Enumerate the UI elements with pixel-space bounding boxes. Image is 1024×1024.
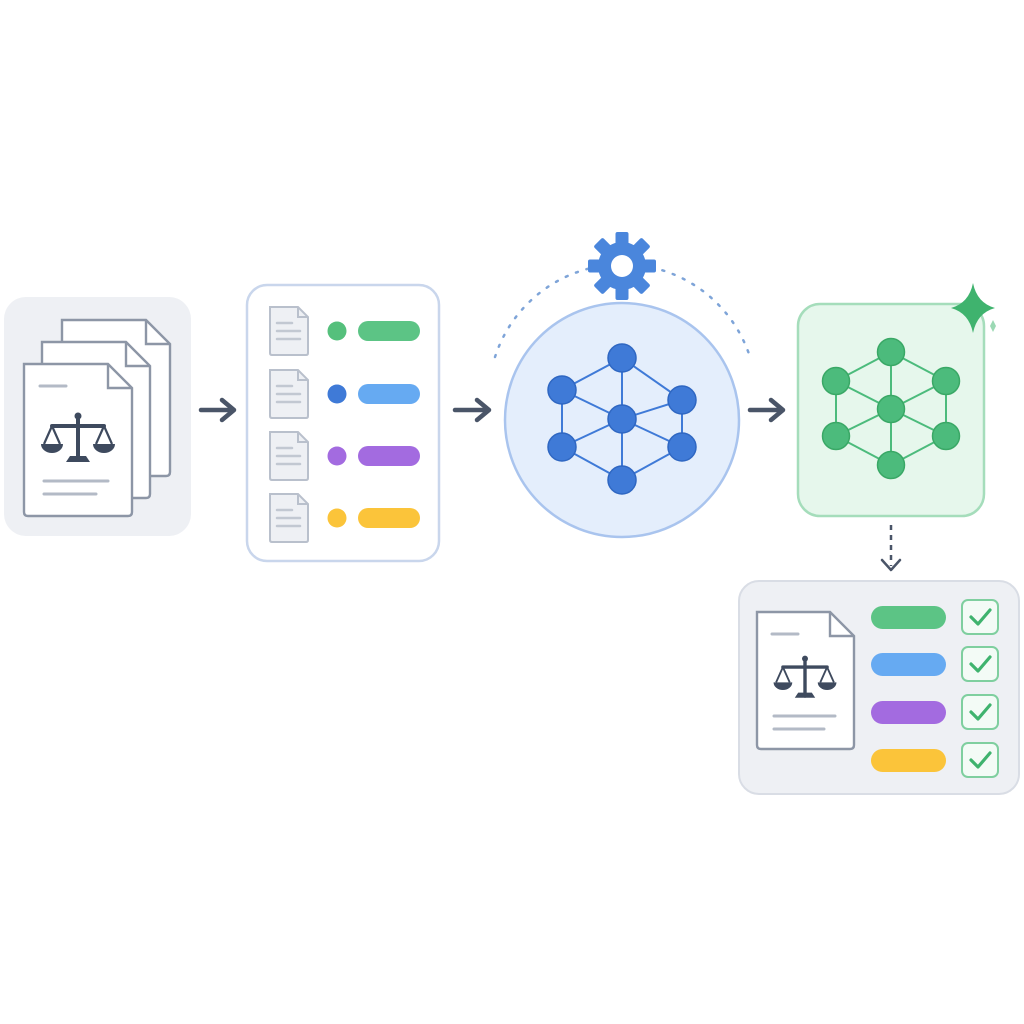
document-icon bbox=[268, 305, 310, 357]
result-bar bbox=[871, 606, 946, 629]
arrow-right-icon bbox=[747, 397, 786, 423]
knowledge-graph-blue bbox=[547, 343, 697, 495]
result-bar bbox=[871, 701, 946, 724]
classification-row bbox=[268, 430, 420, 482]
graph-node bbox=[547, 432, 577, 462]
classification-row bbox=[268, 368, 420, 420]
stage-refined-knowledge-graph bbox=[796, 283, 996, 518]
graph-node bbox=[876, 337, 906, 367]
document-icon bbox=[268, 430, 310, 482]
graph-node bbox=[931, 421, 961, 451]
document-icon bbox=[268, 492, 310, 544]
stage-verified-output bbox=[738, 580, 1020, 795]
arrow-right-icon bbox=[452, 397, 492, 423]
output-row bbox=[871, 598, 1000, 636]
category-bar bbox=[358, 446, 420, 466]
output-row bbox=[871, 693, 1000, 731]
result-bar bbox=[871, 749, 946, 772]
graph-node bbox=[607, 465, 637, 495]
output-row bbox=[871, 645, 1000, 683]
category-dot bbox=[327, 446, 347, 466]
graph-node bbox=[607, 343, 637, 373]
stage-knowledge-graph-processing bbox=[493, 232, 752, 539]
graph-node bbox=[667, 385, 697, 415]
gear-icon bbox=[588, 232, 656, 300]
category-dot bbox=[327, 321, 347, 341]
graph-node bbox=[876, 394, 906, 424]
graph-node bbox=[821, 366, 851, 396]
classification-row bbox=[268, 492, 420, 544]
classification-row bbox=[268, 305, 420, 357]
output-row bbox=[871, 741, 1000, 779]
graph-node bbox=[931, 366, 961, 396]
category-bar bbox=[358, 321, 420, 341]
check-icon bbox=[960, 645, 1000, 683]
arrow-down-dashed-icon bbox=[880, 525, 902, 572]
graph-node bbox=[876, 450, 906, 480]
graph-node bbox=[667, 432, 697, 462]
document-stack bbox=[22, 318, 172, 518]
stage-legal-documents bbox=[4, 297, 191, 536]
document-icon bbox=[268, 368, 310, 420]
stage-classified-document-list bbox=[245, 283, 441, 563]
category-dot bbox=[327, 508, 347, 528]
result-bar bbox=[871, 653, 946, 676]
knowledge-graph-green bbox=[821, 337, 961, 480]
check-icon bbox=[960, 693, 1000, 731]
check-icon bbox=[960, 598, 1000, 636]
category-bar bbox=[358, 508, 420, 528]
check-icon bbox=[960, 741, 1000, 779]
orbit-arc bbox=[493, 263, 752, 359]
category-dot bbox=[327, 384, 347, 404]
graph-node bbox=[547, 375, 577, 405]
sparkle-icon bbox=[951, 283, 996, 333]
arrow-right-icon bbox=[198, 397, 237, 423]
graph-node bbox=[821, 421, 851, 451]
graph-node bbox=[607, 404, 637, 434]
category-bar bbox=[358, 384, 420, 404]
